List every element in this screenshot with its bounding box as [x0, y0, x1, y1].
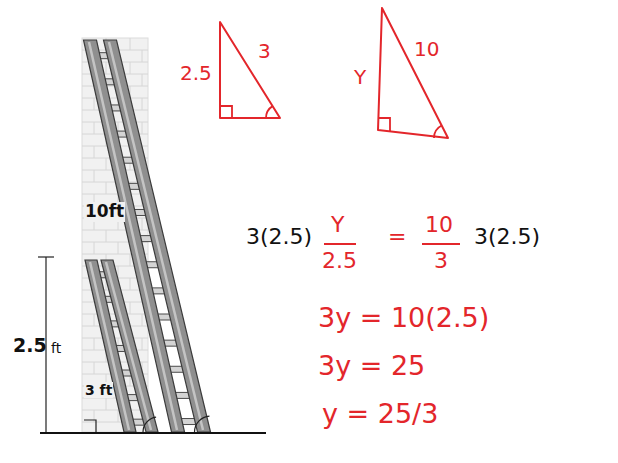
brick-joint — [106, 398, 107, 410]
brick-joint — [94, 338, 95, 350]
small-triangle — [220, 22, 280, 118]
brick-joint — [130, 38, 131, 50]
ladder-highlight — [89, 42, 177, 430]
brick-joint — [94, 242, 95, 254]
large-triangle — [378, 8, 448, 138]
brick-joint — [142, 338, 143, 350]
equation-step: 3y = 10(2.5) — [318, 302, 489, 333]
ladder-rail — [84, 40, 185, 432]
angle-arc — [266, 106, 273, 118]
ladder-highlight — [109, 42, 203, 430]
fraction-bar — [422, 243, 460, 245]
brick-joint — [94, 314, 95, 326]
brick-joint — [82, 410, 148, 411]
side-length: 10 — [414, 38, 439, 61]
brick-joint — [142, 74, 143, 86]
right-angle-mark — [220, 106, 232, 118]
brick-joint — [130, 254, 131, 266]
ladder-length: 10ft — [84, 202, 125, 222]
side-length: 2.5 — [180, 62, 212, 85]
equals-sign: = — [388, 224, 406, 249]
dimension-tick — [38, 256, 54, 257]
ladder-highlight — [90, 262, 129, 430]
angle-arc — [195, 416, 210, 432]
ladders — [84, 40, 211, 432]
side-variable: Y — [354, 66, 366, 89]
brick-joint — [94, 146, 95, 158]
brick-joint — [106, 158, 107, 170]
angle-arc — [143, 417, 156, 432]
brick-joint — [142, 122, 143, 134]
brick-joint — [106, 62, 107, 74]
fraction-bar — [324, 243, 356, 245]
side-length: 3 — [258, 40, 271, 63]
brick-joint — [94, 98, 95, 110]
ground-line — [40, 432, 266, 434]
angle-marks — [143, 106, 442, 432]
equation-result: y = 25/3 — [322, 398, 438, 429]
brick-joint — [142, 98, 143, 110]
ladder-rail — [104, 40, 211, 432]
brick-joint — [82, 194, 148, 195]
fraction-numerator: Y — [331, 212, 344, 237]
brick-joint — [142, 218, 143, 230]
fraction-denominator: 3 — [434, 248, 448, 273]
brick-joint — [106, 230, 107, 242]
brick-joint — [106, 182, 107, 194]
brick-joint — [94, 122, 95, 134]
right-angle-mark — [84, 420, 96, 432]
brick-joint — [118, 410, 119, 422]
brick-joint — [142, 50, 143, 62]
brick-joint — [130, 62, 131, 74]
fraction-denominator: 2.5 — [322, 248, 357, 273]
equation-term: 3(2.5) — [474, 224, 540, 249]
brick-joint — [118, 242, 119, 254]
fraction-numerator: 10 — [425, 212, 453, 237]
height-value: 2.5 — [13, 335, 47, 357]
ladder — [84, 40, 211, 432]
right-angle-mark — [378, 118, 390, 131]
brick-joint — [94, 170, 95, 182]
unit-label: ft — [51, 340, 61, 356]
brick-joint — [130, 302, 131, 314]
equation-step: 3y = 25 — [318, 350, 425, 381]
brick-joint — [94, 362, 95, 374]
equation-term: 3(2.5) — [246, 224, 312, 249]
brick-joint — [142, 314, 143, 326]
brick-joint — [130, 278, 131, 290]
brick-joint — [82, 98, 148, 99]
ladder-length: 3 ft — [84, 382, 113, 398]
